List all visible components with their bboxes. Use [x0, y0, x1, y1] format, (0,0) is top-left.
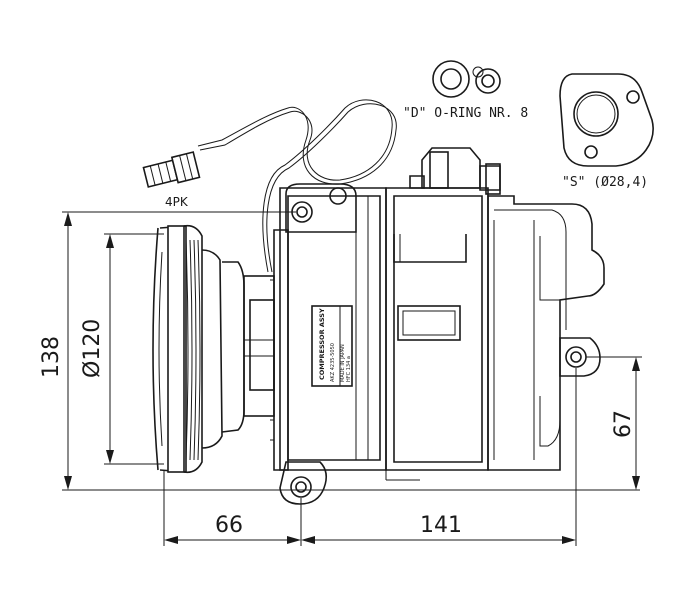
belt-label: 4PK: [165, 195, 189, 209]
svg-text:MADE IN JAPAN: MADE IN JAPAN: [340, 344, 346, 382]
plate-title: COMPRESSOR ASSY: [318, 308, 326, 380]
dim-offset-left: 66: [215, 513, 243, 538]
dim-length: 141: [420, 513, 462, 538]
wire-harness: [142, 99, 397, 273]
dim-height-total: 138: [39, 336, 64, 378]
compressor-body: [270, 147, 605, 505]
o-ring-label: "D" O-RING NR. 8: [403, 106, 528, 121]
dim-mount-height: 67: [611, 410, 636, 438]
svg-text:HFC 134 a: HFC 134 a: [346, 356, 352, 382]
seal-detail: [559, 73, 654, 167]
dimensions: [62, 211, 642, 546]
pulley: [152, 224, 245, 474]
front-housing: [243, 275, 275, 417]
o-ring-detail: [432, 60, 501, 98]
svg-text:AKZ 4235-5050: AKZ 4235-5050: [330, 343, 336, 382]
dim-pulley-diameter: Ø120: [80, 319, 105, 378]
seal-label: "S" (Ø28,4): [562, 175, 648, 190]
compressor-label-plate: COMPRESSOR ASSY AKZ 4235-5050 MADE IN JA…: [311, 305, 353, 387]
